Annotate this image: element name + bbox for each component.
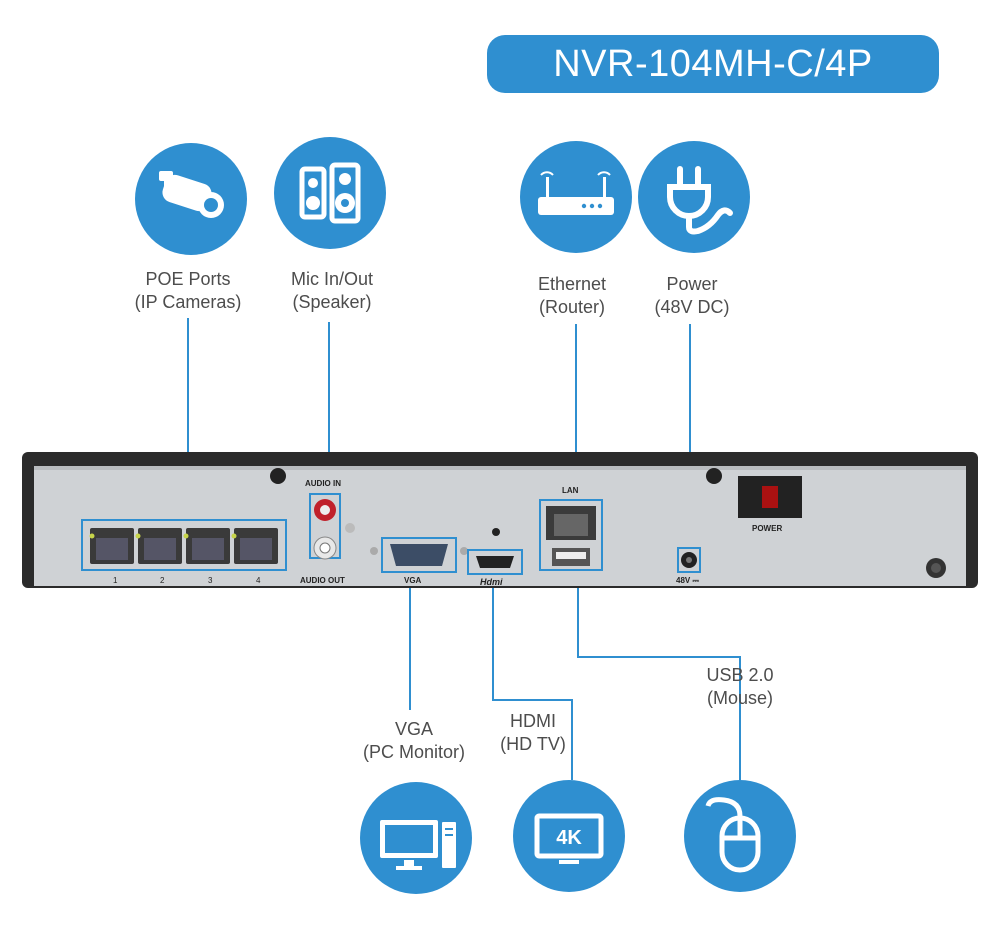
port-number-2: 2 (160, 576, 165, 585)
usb-label: USB 2.0(Mouse) (706, 665, 774, 708)
router-icon (538, 171, 614, 215)
tv-4k-icon: 4K (534, 813, 604, 864)
nvr-panel-graphic (22, 452, 978, 588)
nvr-back-panel: AUDIO IN AUDIO OUT VGA Hdmi LAN POWER 48… (22, 452, 978, 590)
ethernet-circle (520, 141, 632, 253)
audio-out-label: AUDIO OUT (300, 576, 345, 585)
hdmi-circle: 4K (513, 780, 625, 892)
port-number-1: 1 (113, 576, 118, 585)
hdmi-label: HDMI(HD TV) (500, 711, 566, 754)
audio-circle (274, 137, 386, 249)
tv-4k-text: 4K (556, 827, 582, 849)
vga-label: VGA(PC Monitor) (362, 719, 465, 762)
lan-port-label: LAN (562, 486, 579, 495)
security-camera-icon (159, 171, 224, 218)
speaker-icon (299, 162, 361, 224)
ethernet-label: Ethernet(Router) (537, 274, 607, 317)
poe-circle (135, 143, 247, 255)
monitor-icon (380, 820, 456, 870)
dc-input-label: 48V ⎓ (676, 576, 699, 585)
usb-circle (684, 780, 796, 892)
vga-port-label: VGA (404, 576, 422, 585)
power-switch-label: POWER (752, 524, 783, 533)
hdmi-logo: Hdmi (480, 577, 503, 587)
port-number-3: 3 (208, 576, 213, 585)
power-plug-icon (667, 166, 733, 235)
model-title: NVR-104MH-C/4P (487, 35, 939, 93)
vga-circle (360, 782, 472, 894)
audio-in-label: AUDIO IN (305, 479, 341, 488)
port-number-4: 4 (256, 576, 261, 585)
poe-label: POE Ports(IP Cameras) (134, 269, 242, 312)
mouse-icon (705, 797, 761, 873)
audio-label: Mic In/Out(Speaker) (290, 269, 374, 312)
power-label: Power(48V DC) (654, 274, 730, 317)
power-circle (638, 141, 750, 253)
